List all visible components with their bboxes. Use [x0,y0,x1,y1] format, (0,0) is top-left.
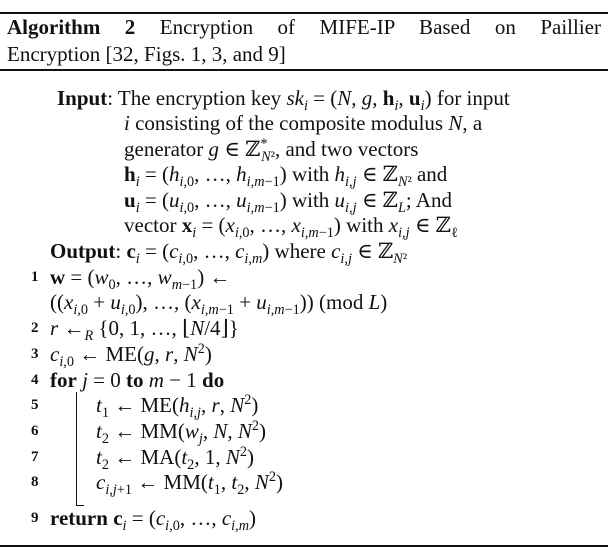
algorithm-step-1: w = (w0, …, wm−1) ← [50,265,231,294]
input-label: Input [57,86,108,110]
line-number: 7 [31,449,39,465]
output-row: Output: ci = (ci,0, …, ci,m) where ci,j … [50,239,408,268]
line-number: 6 [31,423,39,439]
output-label: Output [50,239,116,263]
input-line: hi = (hi,0, …, hi,m−1) with hi,j ∈ ℤN² a… [124,162,448,191]
output-text: : ci = (ci,0, …, ci,m) where ci,j ∈ ℤN² [115,239,408,268]
algorithm-caption-line1: Algorithm 2 Encryption of MIFE-IP Based … [7,14,601,41]
algorithm-step-5: t1 ← ME(hi,j, r, N2) [96,392,259,422]
algorithm-step-2: r ←R {0, 1, …, ⌊N/4⌋} [50,316,239,345]
line-number: 1 [31,269,39,285]
top-rule [0,12,608,14]
algorithm-step-4: for j = 0 to m − 1 do [50,368,225,392]
algorithm-step-8: ci,j+1 ← MM(t1, t2, N2) [96,469,283,499]
line-number: 2 [31,320,39,336]
algorithm-step-6: t2 ← MM(wj, N, N2) [96,418,266,448]
loop-block-bar [76,392,78,506]
line-number: 5 [31,397,39,413]
loop-block-end [76,505,84,507]
caption-rule [0,69,608,71]
line-number: 8 [31,474,39,490]
input-line: : The encryption key ski = (N, g, hi, ui… [107,86,510,115]
line-number: 3 [31,346,39,362]
line-number: 4 [31,372,39,388]
caption-text: Encryption of MIFE-IP Based on Paillier [135,15,601,39]
algorithm-step-7: t2 ← MA(t2, 1, N2) [96,444,254,474]
input-line: vector xi = (xi,0, …, xi,m−1) with xi,j … [124,213,458,242]
algorithm-caption-line2: Encryption [32, Figs. 1, 3, and 9] [7,42,286,66]
input-line: i consisting of the composite modulus N,… [124,111,483,135]
algorithm-step-1-continuation: ((xi,0 + ui,0), …, (xi,m−1 + ui,m−1)) (m… [50,290,388,319]
bottom-rule [0,545,608,547]
input-line: ui = (ui,0, …, ui,m−1) with ui,j ∈ ℤL; A… [124,188,452,217]
line-number: 9 [31,510,39,526]
input-line: generator g ∈ ℤ*N², and two vectors [124,136,419,166]
algorithm-label: Algorithm 2 [7,15,136,39]
algorithm-step-9: return ci = (ci,0, …, ci,m) [50,506,257,535]
input-row: Input: The encryption key ski = (N, g, h… [57,86,510,115]
algorithm-step-3: ci,0 ← ME(g, r, N2) [50,341,212,371]
